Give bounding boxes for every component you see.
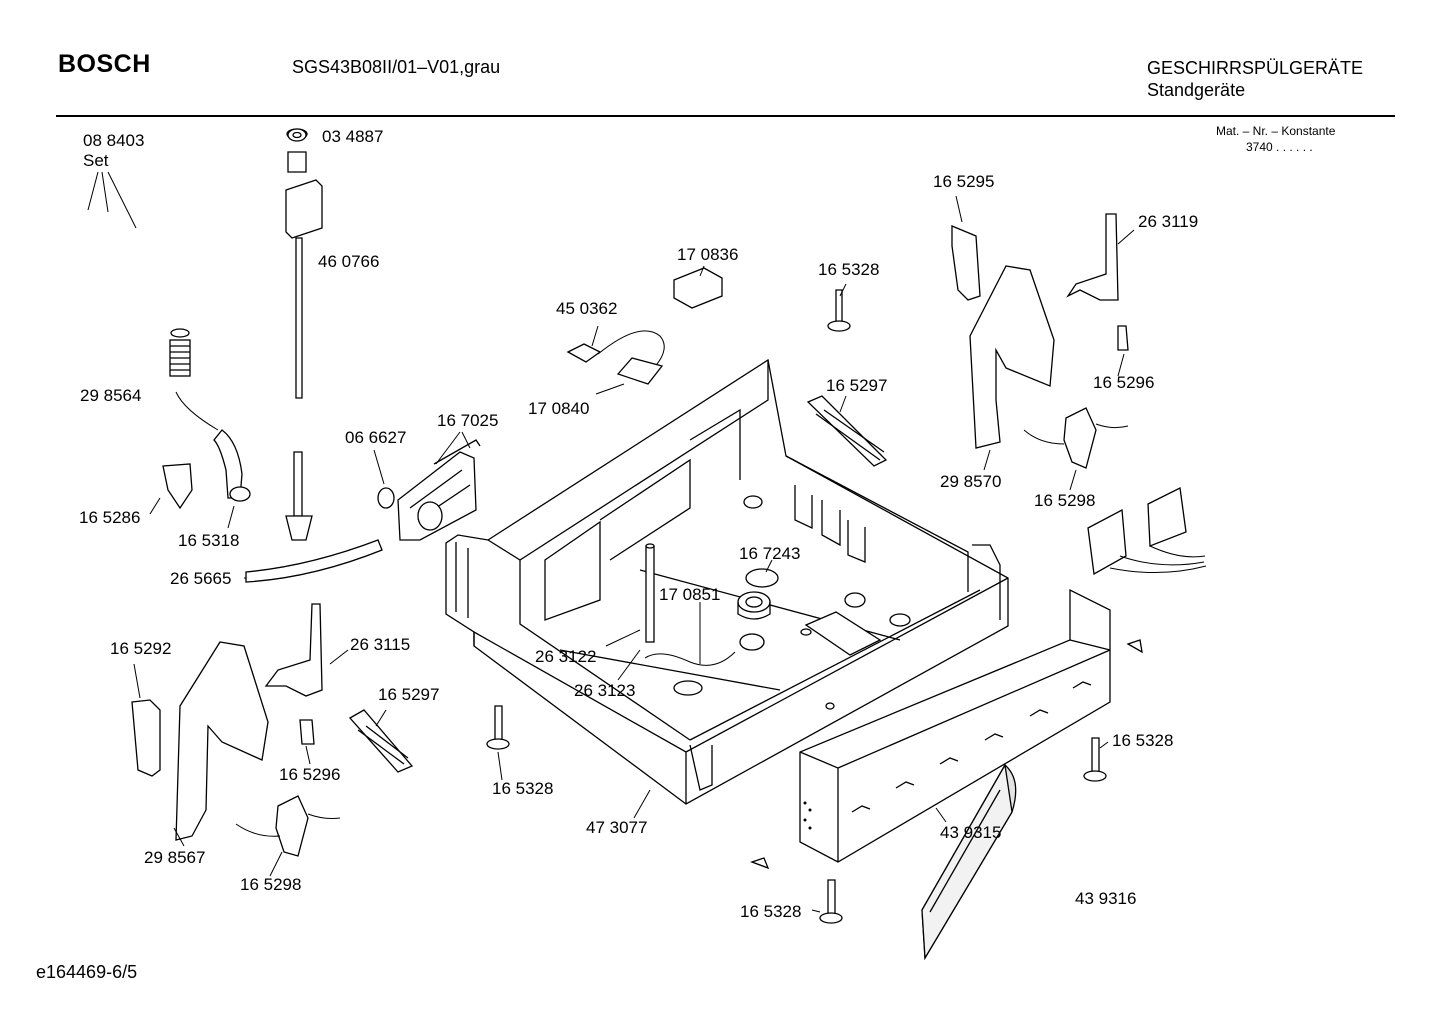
part-label-165292: 16 5292 [110,639,171,658]
material-number-value: 3740 . . . . . . [1246,140,1313,154]
category-title: GESCHIRRSPÜLGERÄTE [1147,58,1364,78]
part-label-167025: 16 7025 [437,411,498,430]
part-label-165328-right: 16 5328 [1112,731,1173,750]
material-number-label: Mat. – Nr. – Konstante [1216,124,1336,138]
part-label-298567: 29 8567 [144,848,205,867]
right-spring-part [806,395,888,467]
part-label-165328-bottom: 16 5328 [740,902,801,921]
part-label-170851: 17 0851 [659,585,720,604]
part-label-165297-right: 16 5297 [826,376,887,395]
brand-logo: BOSCH [58,50,151,78]
part-label-165328-top: 16 5328 [818,260,879,279]
part-label-450362: 45 0362 [556,299,617,318]
header-divider [56,115,1395,117]
part-label-165295: 16 5295 [933,172,994,191]
part-label-034887: 03 4887 [322,127,383,146]
front-panel-part [799,588,1111,863]
part-label-165296-left: 16 5296 [279,765,340,784]
leader-lines [87,171,1135,913]
part-label-170840: 17 0840 [528,399,589,418]
float-seal-part [645,543,779,643]
inlet-pipe-part [285,128,323,541]
part-label-165296-right: 16 5296 [1093,373,1154,392]
washer-icon [287,128,307,142]
model-number: SGS43B08II/01–V01,grau [292,57,501,77]
category-subtitle: Standgeräte [1147,80,1246,100]
part-label-165298-right: 16 5298 [1034,491,1095,510]
part-label-165328-mid: 16 5328 [492,779,553,798]
part-label-263115: 26 3115 [350,635,410,654]
part-label-165298-left: 16 5298 [240,875,301,894]
part-label-263122: 26 3122 [535,647,596,666]
part-label-473077: 47 3077 [586,818,647,837]
right-bracket-part [951,213,1207,576]
part-label-263119: 26 3119 [1138,212,1198,231]
screw-part [486,289,1143,924]
part-label-165286: 16 5286 [79,508,140,527]
appliance-category: GESCHIRRSPÜLGERÄTE Standgeräte [1147,57,1363,101]
part-label-167243: 16 7243 [739,544,800,563]
part-label-066627: 06 6627 [345,428,406,447]
part-label-298570: 29 8570 [940,472,1001,491]
part-label-298564: 29 8564 [80,386,141,405]
part-label-263123: 26 3123 [574,681,635,700]
part-label-265665: 26 5665 [170,569,231,588]
part-label-170836: 17 0836 [677,245,738,264]
document-id: e164469-6/5 [36,962,138,982]
spring-part [162,328,251,510]
kick-plate-part [921,763,1017,961]
part-label-439316: 43 9316 [1075,889,1136,908]
left-bracket-part [131,603,414,857]
part-label-439315: 43 9315 [940,823,1001,842]
part-label-165297-left: 16 5297 [378,685,439,704]
part-label-088403: 08 8403 [83,131,144,150]
part-label-460766: 46 0766 [318,252,379,271]
part-label-set: Set [83,151,109,170]
pump-assembly-part [377,439,481,541]
cable-part [566,267,723,385]
part-label-165318: 16 5318 [178,531,239,550]
wire-harness-part [644,651,736,666]
drain-hose-part [245,539,383,583]
